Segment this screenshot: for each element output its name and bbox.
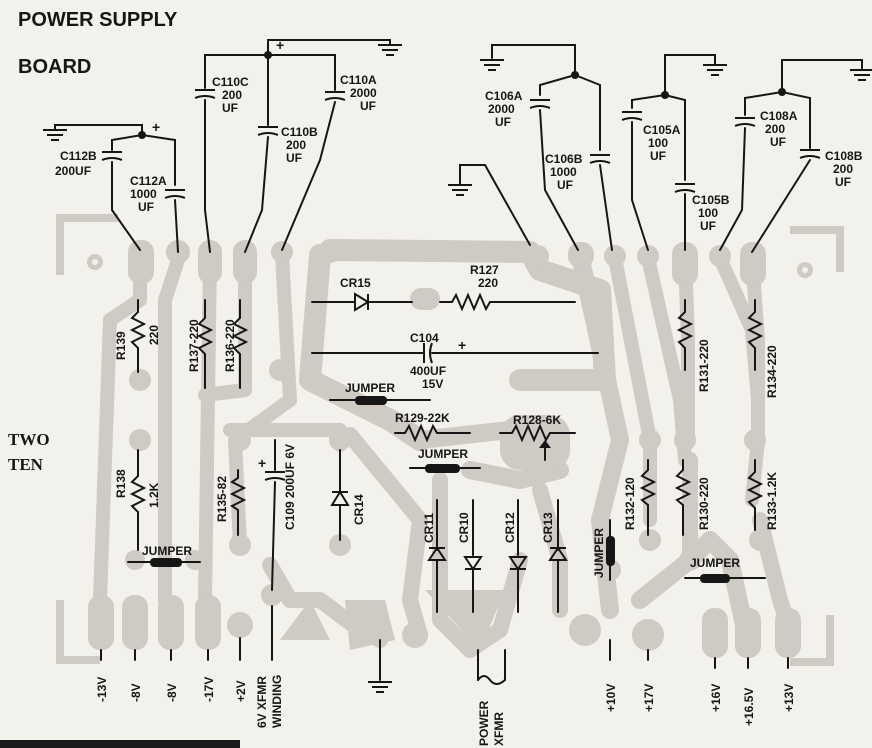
c108a-value: 200 (765, 122, 785, 136)
r135-label: R135-82 (215, 476, 229, 522)
cr10-label: CR10 (457, 512, 471, 543)
page-edge-strip (0, 740, 240, 748)
polarity-mark-c104: + (458, 337, 466, 353)
terminal-plus-13v: +13V (782, 684, 796, 712)
cr11-label: CR11 (422, 513, 436, 543)
c106a-unit: UF (495, 115, 511, 129)
c105a-value: 100 (648, 136, 668, 150)
r138-label: R138 (114, 469, 128, 498)
capacitor-labels: C112B 200UF C112A 1000 UF C110C 200 UF C… (55, 73, 863, 391)
jumper-4-label: JUMPER (592, 528, 606, 578)
terminal-labels: -13V -8V -8V -17V +2V 6V XFMR WINDING PO… (95, 675, 796, 746)
cr13-label: CR13 (541, 512, 555, 543)
r134-label: R134-220 (765, 345, 779, 398)
title-line1: POWER SUPPLY (18, 9, 178, 31)
c110a-value: 2000 (350, 86, 377, 100)
c105a-label: C105A (643, 123, 681, 137)
c106a-label: C106A (485, 89, 523, 103)
jumper-2-label: JUMPER (418, 447, 468, 461)
c104-voltage: 15V (422, 377, 443, 391)
terminal-winding: WINDING (270, 675, 284, 728)
c104-label: C104 (410, 331, 439, 345)
c112a-label: C112A (130, 174, 167, 188)
jumper-1-label: JUMPER (345, 381, 395, 395)
cr14-label: CR14 (352, 494, 366, 525)
r127-label: R127 (470, 263, 499, 277)
c108a-label: C108A (760, 109, 798, 123)
r131-label: R131-220 (697, 339, 711, 392)
c105b-value: 100 (698, 206, 718, 220)
r130-label: R130-220 (697, 477, 711, 530)
board-outline (56, 214, 844, 666)
c108b-unit: UF (835, 175, 851, 189)
terminal-minus-17v: -17V (202, 677, 216, 702)
r138-value: 1.2K (147, 482, 161, 508)
c104-value: 400UF (410, 364, 446, 378)
c110a-label: C110A (340, 73, 377, 87)
c112a-value: 1000 (130, 187, 157, 201)
c108a-unit: UF (770, 135, 786, 149)
c112a-unit: UF (138, 200, 154, 214)
c112b-label: C112B (60, 149, 97, 163)
cr15-label: CR15 (340, 276, 371, 290)
terminal-plus-2v: +2V (234, 680, 248, 702)
c105b-unit: UF (700, 219, 716, 233)
c105a-unit: UF (650, 149, 666, 163)
jumper-3-label: JUMPER (142, 544, 192, 558)
vertical-part-labels: R139 220 R138 1.2K R137-220 R136-220 R13… (114, 319, 779, 578)
cr12-label: CR12 (503, 512, 517, 543)
r139-label: R139 (114, 331, 128, 360)
r127-value: 220 (478, 276, 498, 290)
terminal-plus-10v: +10V (604, 684, 618, 712)
title-line2: BOARD (18, 56, 91, 78)
c109-label: C109 200UF 6V (283, 444, 297, 530)
terminal-6v-xfmr: 6V XFMR (255, 676, 269, 728)
c106a-value: 2000 (488, 102, 515, 116)
r128-label: R128-6K (513, 413, 561, 427)
c110b-value: 200 (286, 138, 306, 152)
c110c-label: C110C (212, 75, 249, 89)
r136-label: R136-220 (223, 319, 237, 372)
r132-label: R132-120 (623, 477, 637, 530)
terminal-minus-8v-a: -8V (129, 683, 143, 702)
c110b-unit: UF (286, 151, 302, 165)
terminal-plus-16v: +16V (709, 684, 723, 712)
c110c-unit: UF (222, 101, 238, 115)
r137-label: R137-220 (187, 319, 201, 372)
r133-label: R133-1.2K (765, 472, 779, 530)
terminal-power: POWER (477, 700, 491, 746)
c108b-label: C108B (825, 149, 863, 163)
polarity-mark-c112: + (152, 119, 160, 135)
terminal-xfmr: XFMR (492, 712, 506, 746)
side-label-line2: TEN (8, 455, 44, 474)
terminal-plus-16-5v: +16.5V (742, 688, 756, 726)
output-leads (100, 605, 789, 693)
polarity-mark-c109: + (258, 455, 266, 471)
centre-components (127, 292, 766, 613)
c106b-unit: UF (557, 178, 573, 192)
polarity-mark-c110: + (276, 37, 284, 53)
side-label-line1: TWO (8, 430, 50, 449)
c106b-label: C106B (545, 152, 583, 166)
r129-label: R129-22K (395, 411, 450, 425)
capacitor-bank-left (42, 39, 403, 253)
capacitor-bank-right (447, 44, 872, 253)
c112b-value: 200UF (55, 164, 91, 178)
c110c-value: 200 (222, 88, 242, 102)
terminal-minus-13v: -13V (95, 677, 109, 702)
terminal-minus-8v-b: -8V (165, 683, 179, 702)
r139-value: 220 (147, 325, 161, 345)
jumper-5-label: JUMPER (690, 556, 740, 570)
c110b-label: C110B (281, 125, 318, 139)
c110a-unit: UF (360, 99, 376, 113)
c106b-value: 1000 (550, 165, 577, 179)
part-labels: CR15 R127 220 R129-22K R128-6K JUMPER JU… (142, 263, 740, 570)
c105b-label: C105B (692, 193, 730, 207)
terminal-plus-17v: +17V (642, 684, 656, 712)
c108b-value: 200 (833, 162, 853, 176)
